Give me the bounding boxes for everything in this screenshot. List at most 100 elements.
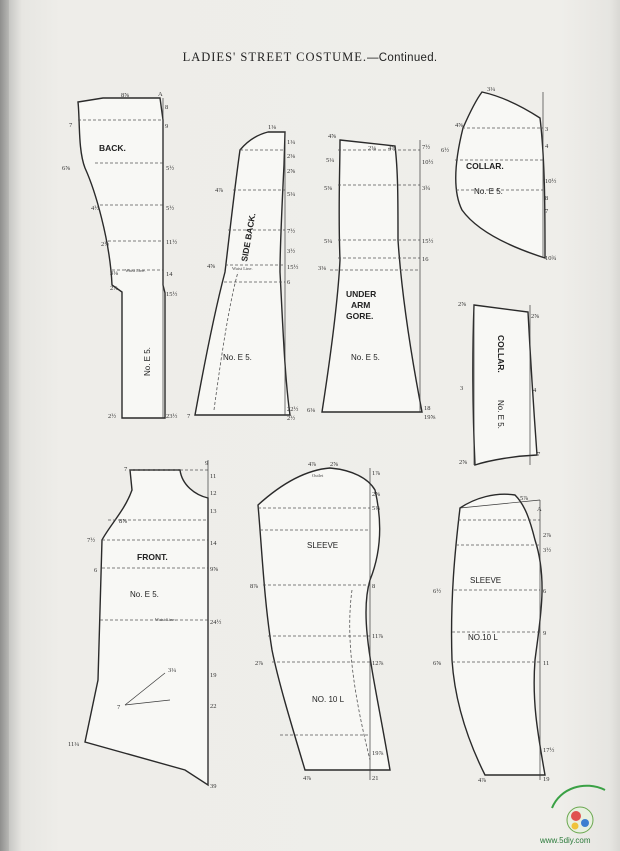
n-u4: 7½ <box>422 144 430 151</box>
front-piece: FRONT. No. E 5. Waist Line. 7 9 11 12 13… <box>68 460 222 790</box>
n-b13: 14 <box>166 271 173 278</box>
collar1-code: No. E 5. <box>474 187 503 196</box>
n-w10: 17½ <box>543 747 555 754</box>
n-w6: 6½ <box>433 588 441 595</box>
n-b16: 2½ <box>108 413 116 420</box>
n-w11: 4⅞ <box>478 777 486 784</box>
n-s6: 5¼ <box>287 191 295 198</box>
back-code: No. E 5. <box>143 347 152 376</box>
sleeve-piece-2: SLEEVE NO.10 L 5⅞ A 2⅞ 3½ 6 6½ 9 6⅝ 11 1… <box>433 493 555 784</box>
n-v9: 2⅞ <box>255 660 263 667</box>
n-s12: 22½ <box>287 406 299 413</box>
back-waist-note: Waist Line. <box>125 268 146 273</box>
n-v1: 4⅞ <box>308 461 316 468</box>
side-back-code: No. E 5. <box>223 353 252 362</box>
n-c3: 3 <box>545 126 548 133</box>
n-f10: 6 <box>94 567 98 574</box>
n-w12: 19 <box>543 776 550 783</box>
collar-piece-1: COLLAR. No. E 5. 3¼ 4⅝ 3 4 6½ 10½ 8 7 10… <box>441 86 557 262</box>
n-u10: 5¼ <box>324 238 332 245</box>
n-b5: 9 <box>165 123 168 130</box>
n-s9: 3½ <box>287 248 295 255</box>
under-arm-label-3: GORE. <box>346 311 373 321</box>
n-w1: 5⅞ <box>520 495 528 502</box>
n-d5: 2⅝ <box>459 459 467 466</box>
n-s10: 15½ <box>287 264 299 271</box>
n-b9: 5½ <box>166 205 174 212</box>
n-v2: 2⅝ <box>330 461 338 468</box>
page-title: LADIES' STREET COSTUME.—Continued. <box>0 50 620 65</box>
sleeve1-code: NO. 10 L <box>312 695 345 704</box>
n-u15: 19⅝ <box>424 414 436 421</box>
n-v6: 8 <box>372 583 375 590</box>
n-w9: 11 <box>543 660 549 667</box>
collar2-label: COLLAR. <box>496 335 506 373</box>
front-label: FRONT. <box>137 552 168 562</box>
collar2-code: No. E 5. <box>496 400 505 429</box>
n-c6: 10½ <box>545 178 557 185</box>
n-c9: 10¾ <box>545 255 557 262</box>
n-f17: 39 <box>210 783 217 790</box>
n-f3: 11 <box>210 473 216 480</box>
n-b17: 23½ <box>166 413 178 420</box>
n-b4: 8 <box>165 104 168 111</box>
n-c5: 6½ <box>441 147 449 154</box>
n-f5: 13 <box>210 508 217 515</box>
n-f15: 22 <box>210 703 217 710</box>
collar-piece-2: COLLAR. No. E 5. 2⅝ 2⅝ 3 4 2⅝ 7 <box>458 301 541 466</box>
n-b14: 2⅞ <box>110 285 118 292</box>
n-f9: 9⅝ <box>210 566 218 573</box>
n-u7: 5⅜ <box>324 185 332 192</box>
side-back-waist-note: Waist Line. <box>232 266 253 271</box>
n-d2: 2⅝ <box>531 313 539 320</box>
n-f7: 8⅝ <box>119 518 127 525</box>
n-b6: 6⅝ <box>62 165 70 172</box>
n-w2: A <box>537 506 542 513</box>
n-v7: 8⅞ <box>250 583 258 590</box>
n-v10: 12⅞ <box>372 660 384 667</box>
n-w7: 9 <box>543 630 546 637</box>
n-s7: 7½ <box>287 228 295 235</box>
n-s13: 2½ <box>287 415 295 422</box>
back-piece: BACK. No. E 5. Waist Line. 8⅝ A 7 8 9 6⅝… <box>62 91 191 420</box>
n-d6: 7 <box>537 451 541 458</box>
n-s11: 6 <box>287 279 291 286</box>
n-u11: 3⅛ <box>318 265 326 272</box>
n-f13: 19 <box>210 672 217 679</box>
n-b18: 7 <box>187 413 191 420</box>
n-f12: 3¼ <box>168 667 176 674</box>
n-d1: 2⅝ <box>458 301 466 308</box>
n-u8: 3¾ <box>422 185 430 192</box>
n-b3: 7 <box>69 122 73 129</box>
n-b8: 4½ <box>91 205 99 212</box>
n-b2: A <box>158 91 163 98</box>
n-d4: 4 <box>533 387 537 394</box>
side-back-piece: SIDE BACK. No. E 5. Waist Line. 1⅛ 1¼ 2⅛… <box>194 124 299 422</box>
n-d3: 3 <box>460 385 463 392</box>
title-main: LADIES' STREET COSTUME. <box>182 50 367 64</box>
n-f16: 11¼ <box>68 741 79 748</box>
front-waist-note: Waist Line. <box>155 617 176 622</box>
n-c7: 8 <box>545 195 548 202</box>
n-v13: 21 <box>372 775 379 782</box>
n-u5: 5¼ <box>326 157 334 164</box>
diy-club-logo <box>551 784 606 834</box>
under-arm-gore-piece: UNDER ARM GORE. No. E 5. 4⅝ 2⅛ 4⅝ 7½ 5¼ … <box>307 133 436 421</box>
n-b10: 2½ <box>101 241 109 248</box>
n-b15: 15½ <box>166 291 178 298</box>
n-f8: 7½ <box>87 537 95 544</box>
n-v3: 1⅞ <box>372 470 380 477</box>
watermark-url: www.5diy.com <box>540 836 591 845</box>
front-code: No. E 5. <box>130 590 159 599</box>
n-u2: 2⅛ <box>368 145 376 152</box>
n-s2: 1¼ <box>287 139 295 146</box>
n-b12: 3⅛ <box>110 270 118 277</box>
under-arm-label-2: ARM <box>351 300 370 310</box>
under-arm-label-1: UNDER <box>346 289 376 299</box>
sleeve2-label: SLEEVE <box>470 576 501 585</box>
n-w4: 3½ <box>543 547 551 554</box>
n-v8: 11⅞ <box>372 633 383 640</box>
n-f6: 14 <box>210 540 217 547</box>
n-v12: 4⅞ <box>303 775 311 782</box>
